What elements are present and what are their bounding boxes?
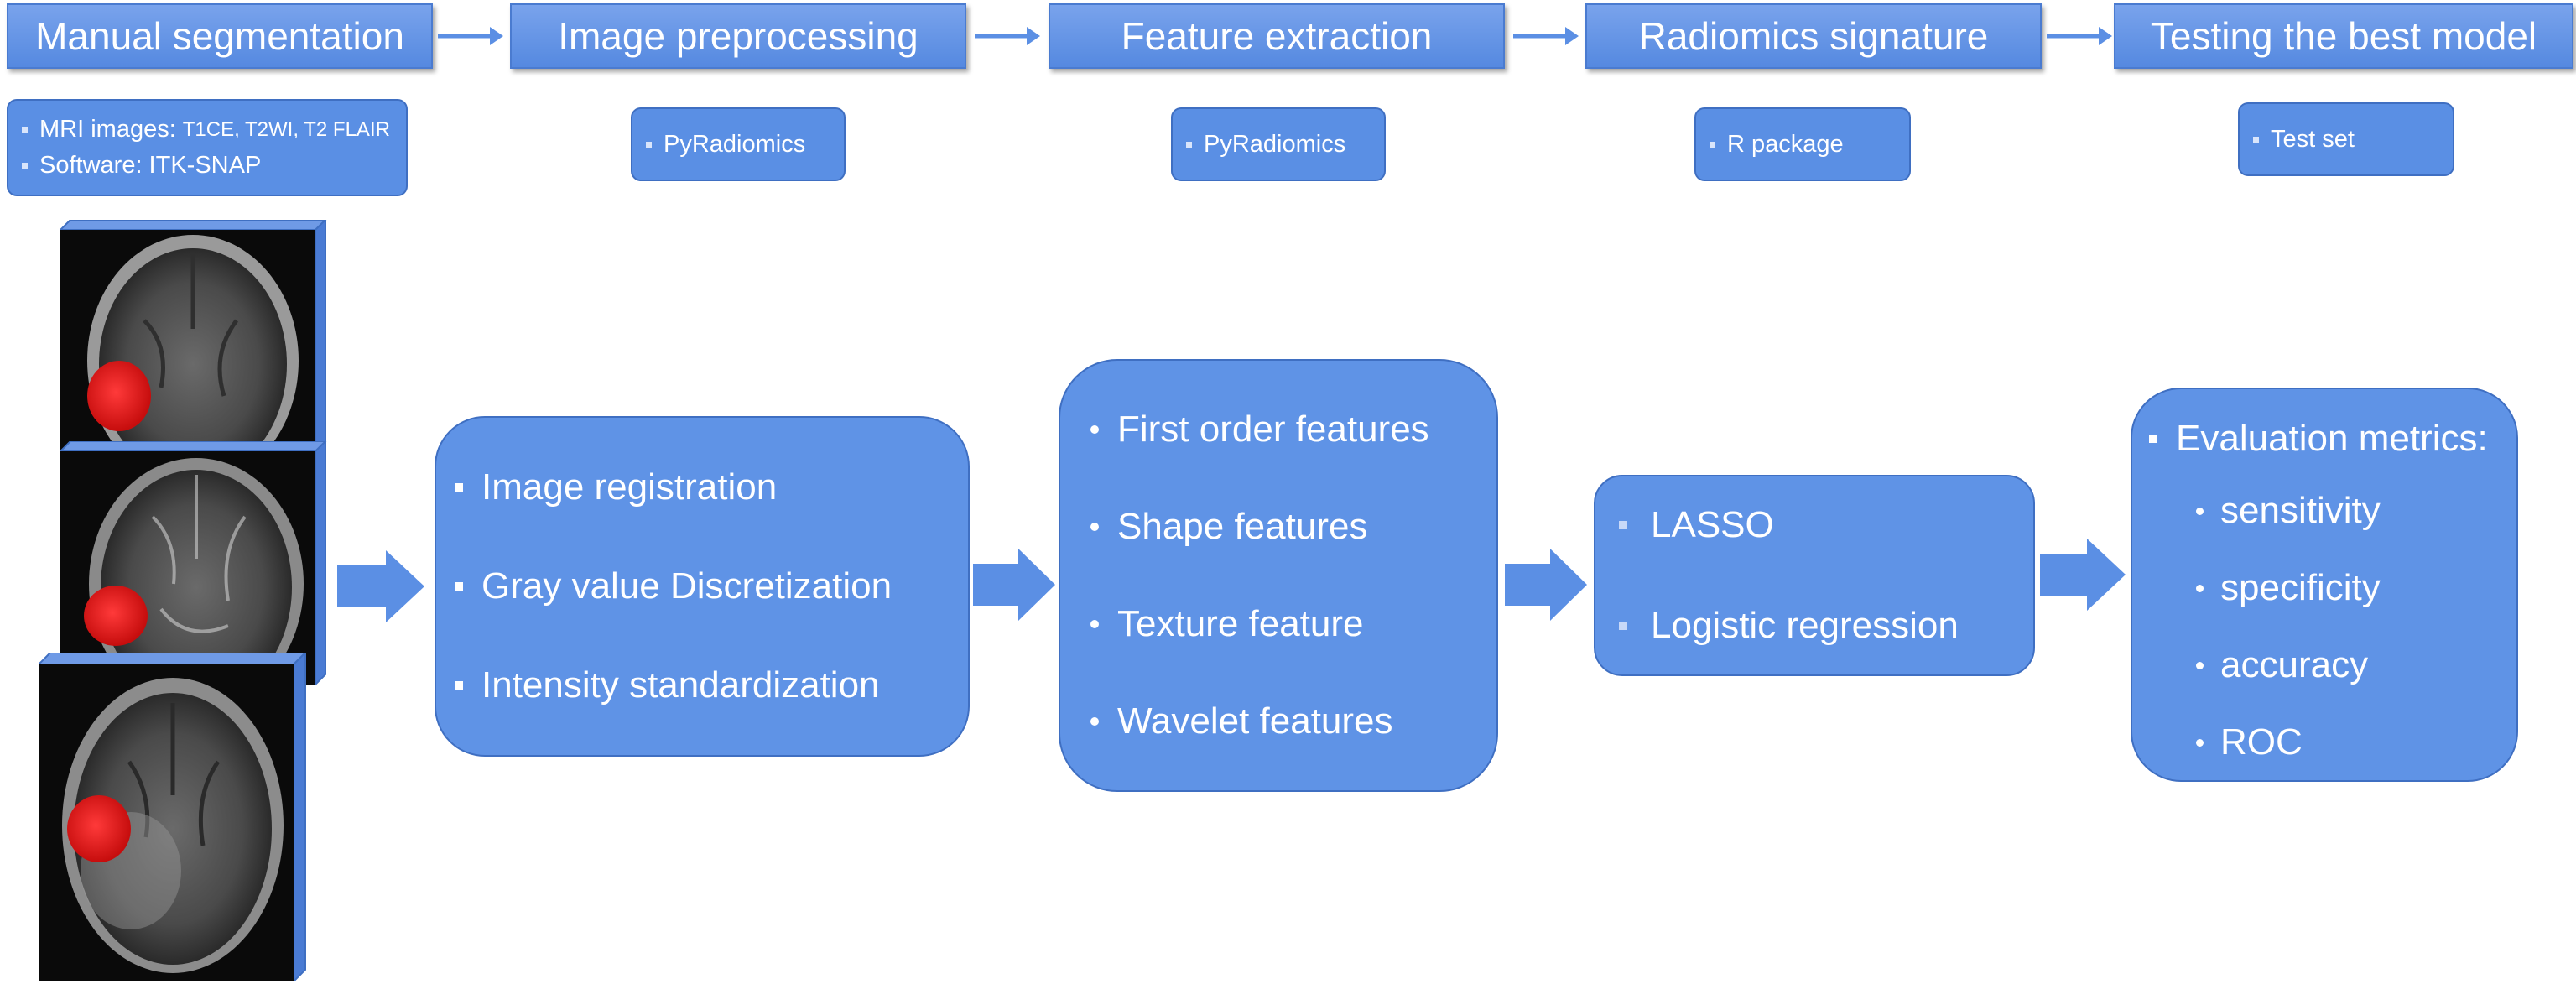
bullet-icon bbox=[22, 163, 28, 169]
step-title: Image preprocessing bbox=[558, 14, 919, 58]
detail-item: PyRadiomics bbox=[1186, 131, 1384, 159]
signature-methods-box: LASSO Logistic regression bbox=[1594, 475, 2035, 676]
detail-item: MRI images: T1CE, T2WI, T2 FLAIR bbox=[22, 116, 406, 143]
item-label: Shape features bbox=[1117, 506, 1368, 547]
feature-types-box: First order features Shape features Text… bbox=[1059, 359, 1498, 792]
bullet-icon bbox=[1619, 521, 1627, 529]
step-header-radiomics-signature: Radiomics signature bbox=[1585, 3, 2042, 69]
mri-slice-t2wi bbox=[60, 441, 327, 685]
item-label: Wavelet features bbox=[1117, 700, 1393, 742]
bullet-icon bbox=[1090, 620, 1099, 628]
evaluation-metrics-box: Evaluation metrics: sensitivity specific… bbox=[2131, 388, 2518, 782]
detail-box-feature-extraction: PyRadiomics bbox=[1171, 107, 1386, 181]
bullet-icon bbox=[455, 582, 463, 591]
list-item: Image registration bbox=[455, 466, 968, 508]
arrow-right-icon bbox=[1513, 27, 1579, 45]
item-label: Gray value Discretization bbox=[481, 565, 892, 607]
list-item: Gray value Discretization bbox=[455, 565, 968, 607]
detail-extra: T1CE, T2WI, T2 FLAIR bbox=[182, 117, 390, 141]
block-arrow-right-icon bbox=[973, 549, 1055, 621]
step-header-feature-extraction: Feature extraction bbox=[1049, 3, 1505, 69]
bullet-icon bbox=[2196, 661, 2204, 669]
metric-label: accuracy bbox=[2220, 644, 2369, 685]
list-item: LASSO bbox=[1619, 504, 2033, 546]
list-item: Logistic regression bbox=[1619, 605, 2033, 647]
detail-item: Test set bbox=[2253, 126, 2453, 154]
step-title: Testing the best model bbox=[2150, 14, 2537, 58]
mri-slice-t1ce bbox=[60, 220, 327, 463]
detail-box-testing: Test set bbox=[2238, 102, 2454, 176]
detail-item: PyRadiomics bbox=[646, 131, 844, 159]
list-item: Shape features bbox=[1090, 506, 1496, 548]
detail-box-manual-segmentation: MRI images: T1CE, T2WI, T2 FLAIR Softwar… bbox=[7, 99, 408, 196]
block-arrow-right-icon bbox=[337, 550, 424, 622]
bullet-icon bbox=[1710, 141, 1715, 148]
arrow-right-icon bbox=[438, 27, 503, 45]
bullet-icon bbox=[2253, 136, 2259, 143]
item-label: Logistic regression bbox=[1651, 605, 1959, 646]
list-item: Intensity standardization bbox=[455, 664, 968, 706]
metric-item: sensitivity bbox=[2149, 490, 2516, 532]
bullet-icon bbox=[1090, 717, 1099, 726]
metric-label: sensitivity bbox=[2220, 490, 2381, 531]
metric-label: ROC bbox=[2220, 721, 2303, 763]
metric-item: ROC bbox=[2149, 721, 2516, 763]
bullet-icon bbox=[646, 141, 652, 148]
step-header-manual-segmentation: Manual segmentation bbox=[7, 3, 433, 69]
bullet-icon bbox=[22, 127, 28, 133]
bullet-icon bbox=[2196, 738, 2204, 747]
item-label: Intensity standardization bbox=[481, 664, 880, 705]
bullet-icon bbox=[1186, 141, 1192, 148]
metric-item: accuracy bbox=[2149, 644, 2516, 686]
bullet-icon bbox=[1090, 425, 1099, 434]
list-item: Evaluation metrics: bbox=[2149, 418, 2516, 460]
mri-slice-t2-flair bbox=[39, 653, 307, 981]
detail-box-image-preprocessing: PyRadiomics bbox=[631, 107, 846, 181]
detail-item: Software: ITK-SNAP bbox=[22, 152, 406, 180]
bullet-icon bbox=[2196, 507, 2204, 515]
detail-label: R package bbox=[1727, 130, 1844, 158]
bullet-icon bbox=[2196, 584, 2204, 592]
step-title: Radiomics signature bbox=[1638, 14, 1989, 58]
arrow-right-icon bbox=[2047, 27, 2112, 45]
block-arrow-right-icon bbox=[1505, 549, 1587, 621]
list-item: First order features bbox=[1090, 409, 1496, 450]
bullet-icon bbox=[2149, 435, 2157, 443]
step-title: Manual segmentation bbox=[35, 14, 404, 58]
item-label: Evaluation metrics: bbox=[2176, 418, 2488, 459]
arrow-right-icon bbox=[975, 27, 1040, 45]
item-label: LASSO bbox=[1651, 504, 1774, 545]
detail-item: R package bbox=[1710, 131, 1909, 159]
bullet-icon bbox=[1090, 523, 1099, 531]
item-label: Texture feature bbox=[1117, 603, 1364, 644]
step-header-image-preprocessing: Image preprocessing bbox=[510, 3, 966, 69]
detail-box-radiomics-signature: R package bbox=[1694, 107, 1911, 181]
item-label: Image registration bbox=[481, 466, 778, 508]
detail-label: Software: ITK-SNAP bbox=[39, 152, 262, 179]
detail-label: MRI images: bbox=[39, 116, 176, 143]
preprocessing-steps-box: Image registration Gray value Discretiza… bbox=[435, 416, 970, 757]
detail-label: PyRadiomics bbox=[1204, 130, 1346, 158]
list-item: Texture feature bbox=[1090, 603, 1496, 645]
item-label: First order features bbox=[1117, 409, 1429, 450]
list-item: Wavelet features bbox=[1090, 700, 1496, 742]
bullet-icon bbox=[455, 483, 463, 492]
step-header-testing-best-model: Testing the best model bbox=[2114, 3, 2573, 69]
metric-label: specificity bbox=[2220, 567, 2381, 608]
metric-item: specificity bbox=[2149, 567, 2516, 609]
detail-label: Test set bbox=[2271, 125, 2355, 153]
step-title: Feature extraction bbox=[1121, 14, 1433, 58]
block-arrow-right-icon bbox=[2040, 539, 2126, 611]
detail-label: PyRadiomics bbox=[664, 130, 806, 158]
bullet-icon bbox=[1619, 622, 1627, 630]
bullet-icon bbox=[455, 681, 463, 690]
